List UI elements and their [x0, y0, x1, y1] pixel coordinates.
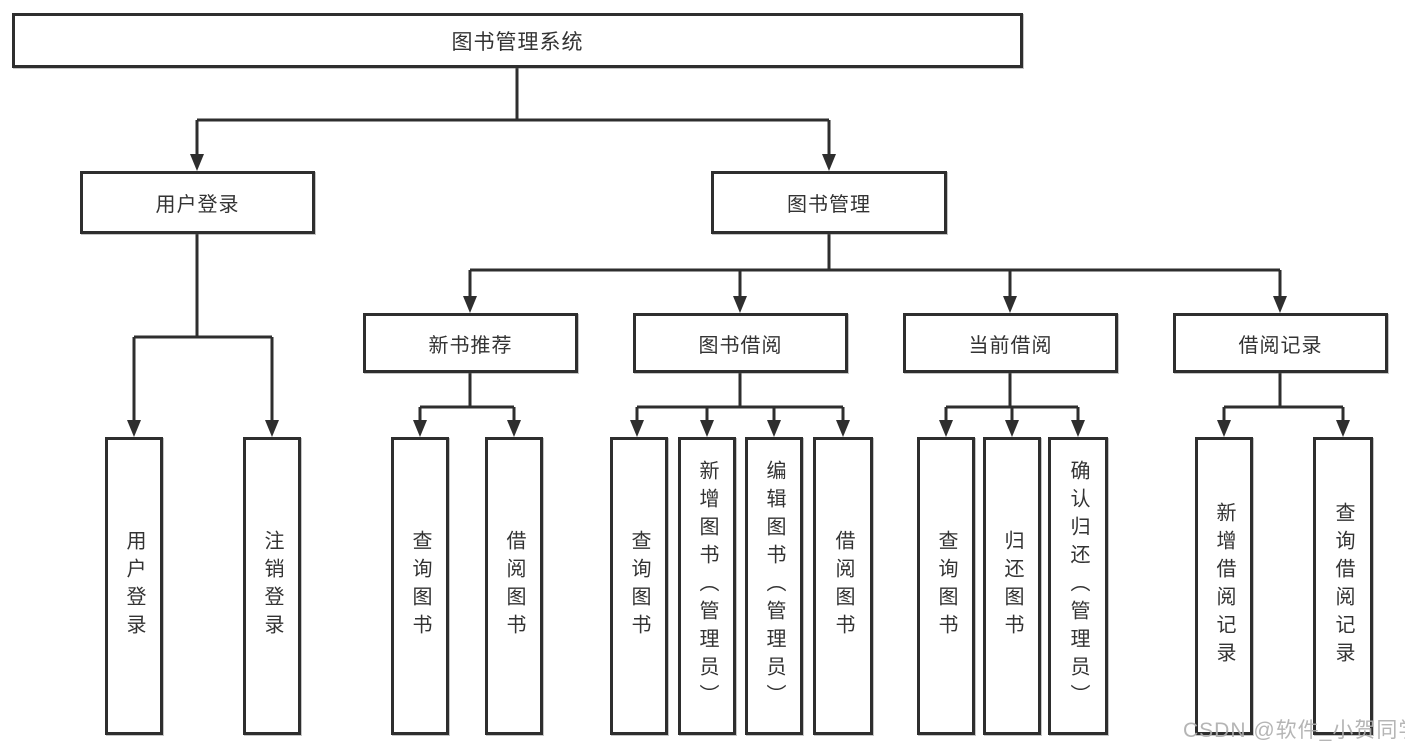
- node-root-label: 图书管理系统: [451, 30, 584, 54]
- node-nb-query-books-label: 查询图书: [409, 530, 431, 642]
- node-bb-borrow-books: 借阅图书: [813, 437, 873, 735]
- node-book-borrow: 图书借阅: [633, 313, 848, 373]
- csdn-watermark: CSDN @软件_小贺同学: [1183, 719, 1405, 742]
- node-cb-query-books: 查询图书: [917, 437, 975, 735]
- node-current-borrow: 当前借阅: [903, 313, 1118, 373]
- node-cb-query-books-label: 查询图书: [935, 530, 957, 642]
- connector-root-to-level2: [190, 66, 836, 171]
- node-book-borrow-label: 图书借阅: [698, 334, 783, 357]
- node-borrow-record: 借阅记录: [1173, 313, 1388, 373]
- node-root: 图书管理系统: [12, 13, 1023, 68]
- node-bb-edit-books-label: 编辑图书（管理员）: [763, 460, 785, 712]
- node-user-login-label: 用户登录: [155, 194, 240, 216]
- node-new-book-rec-label: 新书推荐: [428, 334, 513, 357]
- node-bb-query-books: 查询图书: [610, 437, 668, 735]
- connector-book-borrow-children: [630, 372, 850, 437]
- node-logout: 注销登录: [243, 437, 301, 735]
- node-br-query-record-label: 查询借阅记录: [1332, 502, 1354, 670]
- node-cb-confirm-return: 确认归还（管理员）: [1048, 437, 1108, 735]
- node-bb-query-books-label: 查询图书: [628, 530, 650, 642]
- node-borrow-record-label: 借阅记录: [1238, 334, 1323, 357]
- node-br-add-record: 新增借阅记录: [1195, 437, 1253, 735]
- node-nb-borrow-books-label: 借阅图书: [503, 530, 525, 642]
- node-cb-return-books-label: 归还图书: [1001, 530, 1023, 642]
- node-current-borrow-label: 当前借阅: [968, 334, 1053, 357]
- node-nb-borrow-books: 借阅图书: [485, 437, 543, 735]
- connector-book-mgmt-to-level3: [463, 233, 1287, 313]
- node-br-query-record: 查询借阅记录: [1313, 437, 1373, 735]
- connector-borrow-record-children: [1217, 372, 1350, 437]
- node-user-login: 用户登录: [80, 171, 315, 234]
- node-login-label: 用户登录: [123, 530, 145, 642]
- node-br-add-record-label: 新增借阅记录: [1213, 502, 1235, 670]
- node-book-mgmt-label: 图书管理: [787, 194, 871, 216]
- node-cb-return-books: 归还图书: [983, 437, 1041, 735]
- connector-current-borrow-children: [939, 372, 1085, 437]
- node-login: 用户登录: [105, 437, 163, 735]
- connector-user-login-children: [127, 233, 279, 437]
- node-cb-confirm-return-label: 确认归还（管理员）: [1067, 460, 1089, 712]
- node-new-book-rec: 新书推荐: [363, 313, 578, 373]
- node-book-mgmt: 图书管理: [711, 171, 947, 234]
- connector-new-book-rec-children: [413, 372, 521, 437]
- node-bb-add-books-label: 新增图书（管理员）: [696, 460, 718, 712]
- node-bb-add-books: 新增图书（管理员）: [678, 437, 736, 735]
- node-bb-edit-books: 编辑图书（管理员）: [745, 437, 803, 735]
- node-nb-query-books: 查询图书: [391, 437, 449, 735]
- node-bb-borrow-books-label: 借阅图书: [832, 530, 854, 642]
- node-logout-label: 注销登录: [261, 530, 283, 642]
